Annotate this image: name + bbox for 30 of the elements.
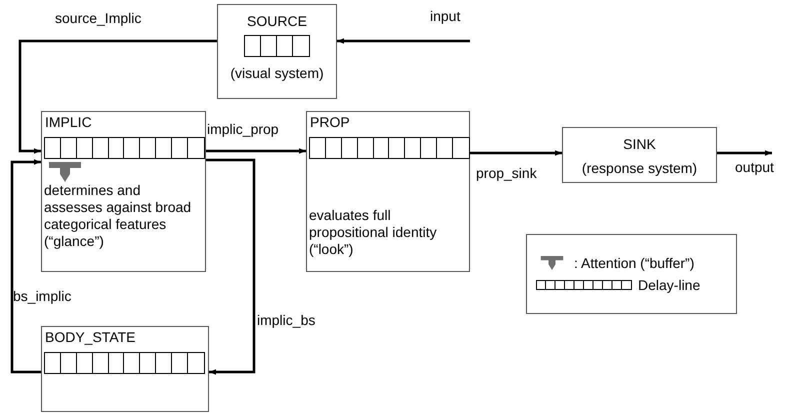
- box-title: PROP: [310, 114, 350, 130]
- box-title: SINK: [623, 136, 656, 152]
- box-description: (visual system): [230, 65, 324, 82]
- arrow: [717, 150, 772, 156]
- process-box: [41, 326, 209, 412]
- edge-label: input: [430, 8, 460, 24]
- legend-label: Delay-line: [638, 277, 700, 293]
- edge-label: bs_implic: [13, 288, 72, 304]
- process-box: [562, 127, 717, 183]
- process-box: [41, 111, 206, 272]
- legend-label: : Attention (“buffer”): [574, 255, 694, 271]
- box-title: BODY_STATE: [45, 329, 136, 345]
- edge-label: source_Implic: [55, 10, 142, 26]
- box-title: SOURCE: [247, 13, 307, 29]
- edge-label: implic_prop: [207, 121, 279, 137]
- process-box: [306, 111, 470, 272]
- arrow: [10, 159, 41, 374]
- process-box: [217, 4, 337, 99]
- edge-label: implic_bs: [257, 312, 316, 328]
- box-description: evaluates full propositional identity (“look”): [309, 207, 438, 258]
- arrow: [470, 150, 562, 156]
- edge-label: output: [735, 159, 774, 175]
- box-description: (response system): [582, 160, 698, 177]
- box-description: determines and assesses against broad categorical features (“glance”): [44, 182, 192, 250]
- box-title: IMPLIC: [45, 114, 92, 130]
- edge-label: prop_sink: [476, 165, 537, 181]
- arrow: [206, 148, 306, 154]
- arrow: [337, 38, 470, 44]
- arrow: [206, 158, 256, 375]
- arrow: [18, 40, 217, 154]
